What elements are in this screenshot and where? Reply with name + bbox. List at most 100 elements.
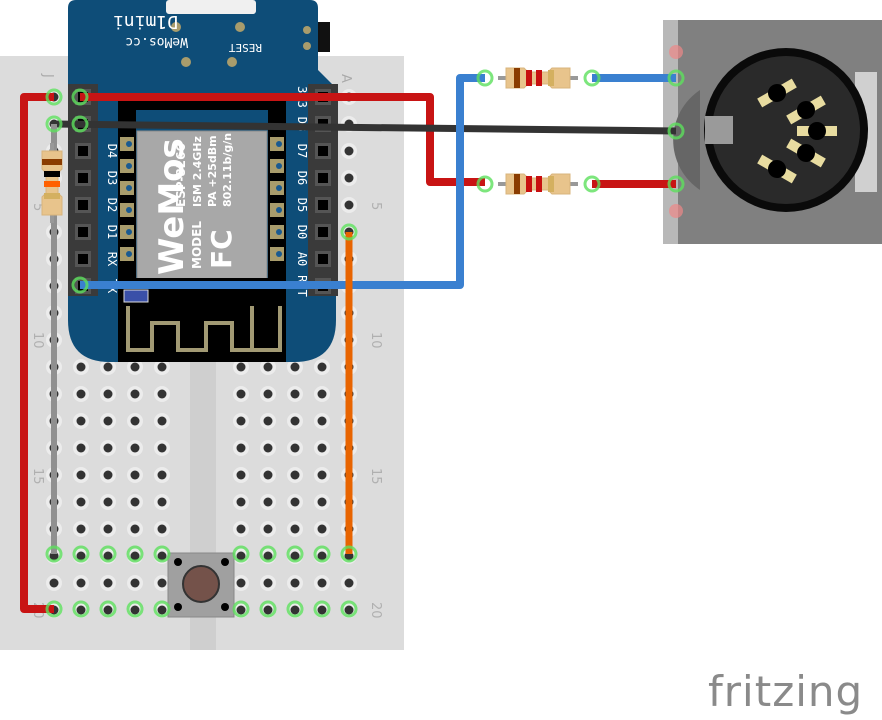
breadboard-hole[interactable] (290, 497, 300, 507)
breadboard-hole[interactable] (157, 416, 167, 426)
breadboard-hole[interactable] (263, 551, 273, 561)
breadboard-hole[interactable] (290, 578, 300, 588)
breadboard-hole[interactable] (236, 362, 246, 372)
breadboard-hole[interactable] (157, 524, 167, 534)
breadboard-hole[interactable] (76, 578, 86, 588)
midi-din-connector[interactable] (663, 20, 882, 244)
breadboard-hole[interactable] (76, 605, 86, 615)
breadboard-hole[interactable] (263, 578, 273, 588)
breadboard-hole[interactable] (103, 578, 113, 588)
breadboard-hole[interactable] (236, 443, 246, 453)
breadboard-hole[interactable] (130, 524, 140, 534)
breadboard-hole[interactable] (290, 362, 300, 372)
header-pin[interactable] (78, 254, 88, 264)
breadboard-hole[interactable] (317, 416, 327, 426)
header-pin[interactable] (318, 200, 328, 210)
breadboard-hole[interactable] (157, 443, 167, 453)
breadboard-hole[interactable] (236, 578, 246, 588)
breadboard-hole[interactable] (103, 389, 113, 399)
breadboard-hole[interactable] (263, 497, 273, 507)
header-pin[interactable] (318, 254, 328, 264)
breadboard-hole[interactable] (344, 605, 354, 615)
breadboard-hole[interactable] (236, 389, 246, 399)
breadboard-hole[interactable] (290, 524, 300, 534)
breadboard-hole[interactable] (236, 497, 246, 507)
breadboard-hole[interactable] (317, 605, 327, 615)
breadboard-hole[interactable] (290, 470, 300, 480)
breadboard-hole[interactable] (76, 443, 86, 453)
breadboard-hole[interactable] (157, 362, 167, 372)
breadboard-hole[interactable] (130, 551, 140, 561)
breadboard-hole[interactable] (344, 578, 354, 588)
breadboard-hole[interactable] (130, 389, 140, 399)
breadboard-hole[interactable] (76, 497, 86, 507)
breadboard-hole[interactable] (290, 551, 300, 561)
breadboard-hole[interactable] (103, 443, 113, 453)
wire-black-gnd[interactable] (53, 120, 677, 135)
resistor-midi-top[interactable] (498, 67, 578, 89)
breadboard-hole[interactable] (317, 389, 327, 399)
breadboard-hole[interactable] (263, 605, 273, 615)
breadboard-hole[interactable] (236, 605, 246, 615)
breadboard-hole[interactable] (130, 497, 140, 507)
breadboard-hole[interactable] (290, 605, 300, 615)
breadboard-hole[interactable] (317, 497, 327, 507)
breadboard-hole[interactable] (103, 551, 113, 561)
breadboard-hole[interactable] (236, 551, 246, 561)
breadboard-hole[interactable] (76, 470, 86, 480)
breadboard-hole[interactable] (263, 443, 273, 453)
header-pin[interactable] (78, 146, 88, 156)
header-pin[interactable] (78, 173, 88, 183)
breadboard-hole[interactable] (236, 524, 246, 534)
breadboard-hole[interactable] (130, 362, 140, 372)
breadboard-hole[interactable] (103, 524, 113, 534)
pushbutton[interactable] (167, 552, 235, 618)
breadboard-hole[interactable] (130, 470, 140, 480)
breadboard-hole[interactable] (157, 605, 167, 615)
breadboard-hole[interactable] (130, 416, 140, 426)
breadboard-hole[interactable] (103, 416, 113, 426)
breadboard-hole[interactable] (236, 470, 246, 480)
breadboard-hole[interactable] (157, 470, 167, 480)
breadboard-hole[interactable] (157, 497, 167, 507)
breadboard-hole[interactable] (317, 524, 327, 534)
breadboard-hole[interactable] (317, 551, 327, 561)
breadboard-hole[interactable] (157, 389, 167, 399)
breadboard-hole[interactable] (103, 605, 113, 615)
breadboard-hole[interactable] (317, 362, 327, 372)
breadboard-hole[interactable] (157, 578, 167, 588)
breadboard-hole[interactable] (236, 416, 246, 426)
breadboard-hole[interactable] (263, 470, 273, 480)
breadboard-hole[interactable] (49, 578, 59, 588)
breadboard-hole[interactable] (263, 416, 273, 426)
breadboard-hole[interactable] (76, 362, 86, 372)
header-pin[interactable] (318, 146, 328, 156)
header-pin[interactable] (78, 227, 88, 237)
header-pin[interactable] (318, 173, 328, 183)
breadboard-hole[interactable] (263, 389, 273, 399)
pushbutton-cap[interactable] (182, 565, 220, 603)
breadboard-hole[interactable] (103, 497, 113, 507)
resistor-pulldown[interactable] (41, 143, 63, 223)
breadboard-hole[interactable] (317, 443, 327, 453)
breadboard-hole[interactable] (290, 443, 300, 453)
breadboard-hole[interactable] (263, 362, 273, 372)
resistor-midi-bottom[interactable] (498, 173, 578, 195)
breadboard-hole[interactable] (130, 443, 140, 453)
breadboard-hole[interactable] (344, 200, 354, 210)
breadboard-hole[interactable] (344, 146, 354, 156)
wire-blue-tx[interactable] (80, 74, 485, 289)
breadboard-hole[interactable] (103, 470, 113, 480)
breadboard-hole[interactable] (317, 470, 327, 480)
breadboard-hole[interactable] (290, 416, 300, 426)
breadboard-hole[interactable] (130, 578, 140, 588)
breadboard-hole[interactable] (317, 578, 327, 588)
breadboard-hole[interactable] (76, 551, 86, 561)
breadboard-hole[interactable] (76, 416, 86, 426)
breadboard-hole[interactable] (76, 524, 86, 534)
wire-red-vcc-to-button[interactable] (20, 93, 54, 613)
breadboard-hole[interactable] (76, 389, 86, 399)
breadboard-hole[interactable] (103, 362, 113, 372)
breadboard-hole[interactable] (130, 605, 140, 615)
